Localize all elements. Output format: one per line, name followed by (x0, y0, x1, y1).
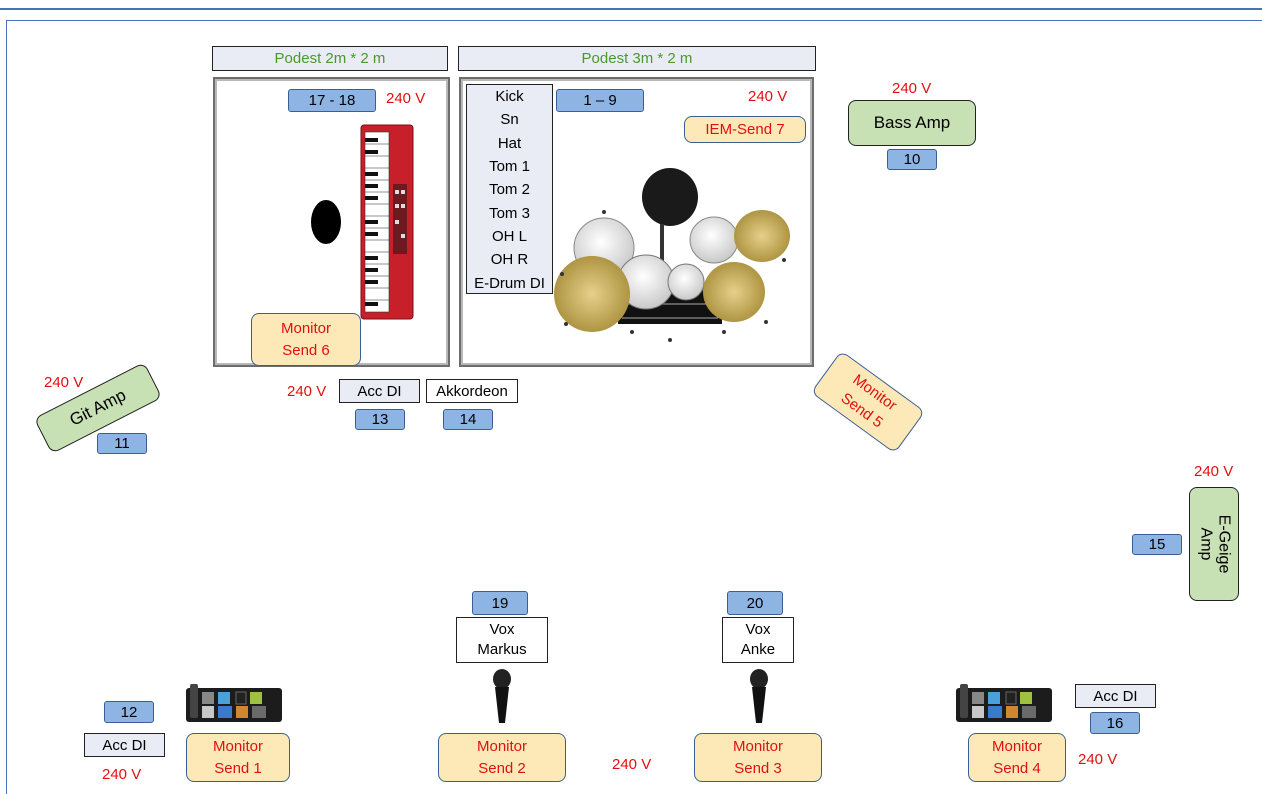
person-marker-icon (311, 200, 341, 244)
drum-input: OH L (491, 227, 527, 245)
drum-input: E-Drum DI (474, 274, 545, 292)
power-geige: 240 V (1194, 463, 1234, 480)
channel-git: 11 (97, 433, 147, 454)
microphone-icon (750, 669, 768, 723)
drum-input: Tom 1 (489, 158, 530, 176)
microphone-icon (493, 669, 511, 723)
monitor-send-6-line2: Send 6 (282, 341, 330, 359)
monitor-send-6-line1: Monitor (280, 319, 332, 337)
pedalboard-icon (956, 684, 1052, 722)
channel-acc-right: 16 (1090, 712, 1140, 734)
iem-send-7: IEM-Send 7 (684, 116, 806, 143)
power-bass: 240 V (892, 80, 932, 97)
vox-anke-line2: Anke (740, 641, 776, 658)
vox-anke-line1: Vox (745, 621, 771, 638)
channel-acc-left: 12 (104, 701, 154, 723)
monitor-send-4: Monitor Send 4 (968, 733, 1066, 782)
monitor-send-3-line1: Monitor (732, 737, 784, 755)
vox-markus-line2: Markus (477, 641, 527, 658)
drum-input: Tom 2 (489, 181, 530, 199)
drum-kit-icon (554, 168, 790, 342)
channel-geige: 15 (1132, 534, 1182, 555)
power-acc-right: 240 V (1078, 751, 1118, 768)
monitor-send-1: Monitor Send 1 (186, 733, 290, 782)
monitor-send-2: Monitor Send 2 (438, 733, 566, 782)
monitor-send-4-line1: Monitor (991, 737, 1043, 755)
acc-di-left: Acc DI (84, 733, 165, 757)
vox-markus-line1: Vox (489, 621, 515, 638)
stage-frame (6, 20, 1262, 794)
channel-vox-markus: 19 (472, 591, 528, 615)
pedalboard-icon (186, 684, 282, 722)
akkordeon-label: Akkordeon (426, 379, 518, 403)
channel-vox-anke: 20 (727, 591, 783, 615)
monitor-send-3: Monitor Send 3 (694, 733, 822, 782)
monitor-send-1-line2: Send 1 (214, 759, 262, 777)
power-center: 240 V (612, 756, 652, 773)
geige-amp: E-Geige Amp (1189, 487, 1239, 601)
geige-amp-line1: E-Geige (1215, 514, 1233, 574)
vox-anke-label: Vox Anke (722, 617, 794, 663)
drum-input-list: Kick Sn Hat Tom 1 Tom 2 Tom 3 OH L OH R … (466, 84, 553, 294)
bass-amp: Bass Amp (848, 100, 976, 146)
power-keys: 240 V (386, 90, 426, 107)
monitor-send-4-line2: Send 4 (993, 759, 1041, 777)
drum-input: Hat (497, 134, 522, 152)
power-drums: 240 V (748, 88, 788, 105)
geige-amp-line2: Amp (1197, 527, 1215, 561)
power-acc-center: 240 V (287, 383, 327, 400)
drum-input: Kick (495, 88, 524, 106)
monitor-send-1-line1: Monitor (212, 737, 264, 755)
channel-keys: 17 - 18 (288, 89, 376, 112)
podest-right-title: Podest 3m * 2 m (458, 46, 816, 71)
drum-input: OH R (490, 251, 529, 269)
vox-markus-label: Vox Markus (456, 617, 548, 663)
drum-input: Tom 3 (489, 204, 530, 222)
acc-di-center: Acc DI (339, 379, 420, 403)
channel-acc-center: 13 (355, 409, 405, 430)
monitor-send-2-line1: Monitor (476, 737, 528, 755)
top-rule (0, 8, 1262, 10)
channel-bass: 10 (887, 149, 937, 170)
channel-drums: 1 – 9 (556, 89, 644, 112)
monitor-send-2-line2: Send 2 (478, 759, 526, 777)
acc-di-right: Acc DI (1075, 684, 1156, 708)
keyboard-icon (360, 124, 414, 320)
monitor-send-6: Monitor Send 6 (251, 313, 361, 366)
channel-akkordeon: 14 (443, 409, 493, 430)
monitor-send-3-line2: Send 3 (734, 759, 782, 777)
podest-left-title: Podest 2m * 2 m (212, 46, 448, 71)
drum-input: Sn (500, 111, 519, 129)
power-acc-left: 240 V (102, 766, 142, 783)
power-git: 240 V (44, 374, 84, 391)
